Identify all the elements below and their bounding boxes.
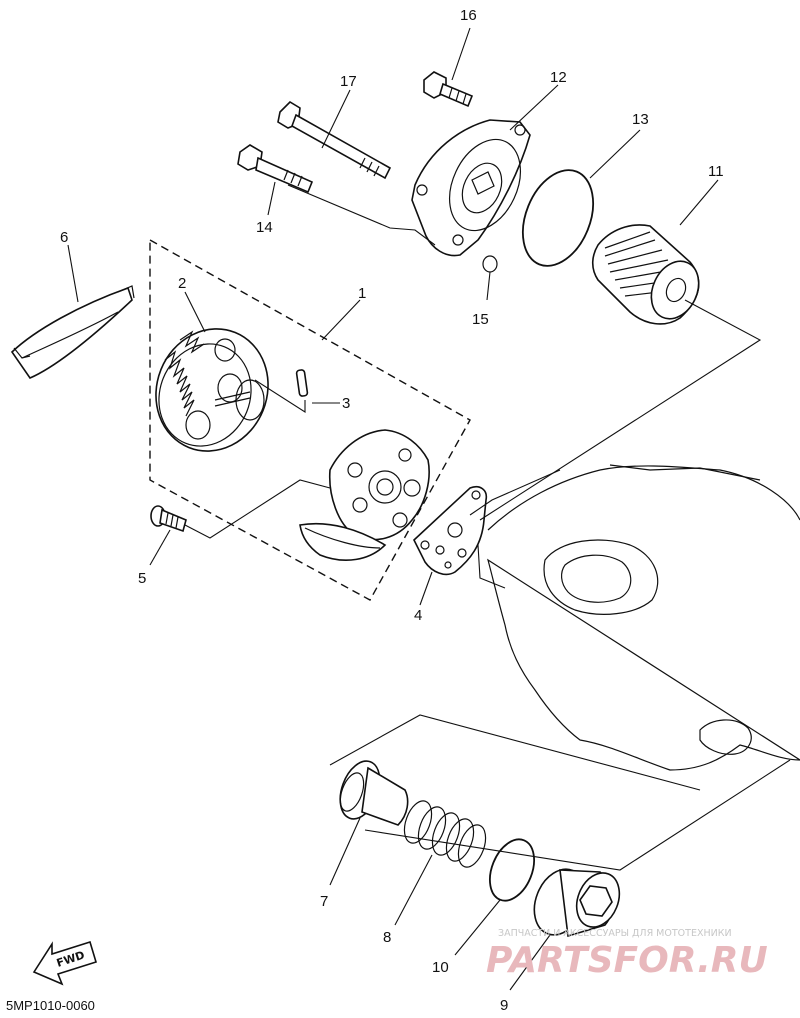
part-8-spring bbox=[403, 800, 487, 868]
oil-pump-body bbox=[299, 429, 430, 561]
part-3-pin bbox=[254, 369, 309, 414]
callout-1: 1 bbox=[358, 285, 366, 302]
part-15-small-o-ring bbox=[482, 255, 498, 273]
part-13-o-ring bbox=[522, 169, 594, 267]
assembly-1-boundary bbox=[149, 238, 471, 601]
part-12-filter-cover bbox=[411, 119, 531, 257]
callout-9: 9 bbox=[500, 997, 508, 1014]
diagram-code: 5MP1010-0060 bbox=[6, 998, 95, 1013]
callout-17: 17 bbox=[340, 73, 357, 90]
callout-labels: 1 2 3 4 5 6 7 8 9 10 11 12 13 14 15 16 1… bbox=[60, 7, 724, 1014]
leader-lines bbox=[67, 27, 791, 991]
watermark: ЗАПЧАСТИ И АКСЕССУАРЫ ДЛЯ МОТОТЕХНИКИ PA… bbox=[486, 928, 768, 981]
callout-10: 10 bbox=[432, 959, 449, 976]
part-6-pump-cover bbox=[10, 285, 135, 379]
part-5-screw bbox=[150, 505, 187, 533]
part-4-gasket bbox=[413, 485, 488, 576]
callout-14: 14 bbox=[256, 219, 273, 236]
part-9-drain-plug bbox=[533, 868, 621, 938]
callout-12: 12 bbox=[550, 69, 567, 86]
crankcase-outline bbox=[487, 464, 800, 771]
callout-16: 16 bbox=[460, 7, 477, 24]
callout-7: 7 bbox=[320, 893, 328, 910]
watermark-brand: PARTSFOR.RU bbox=[486, 940, 768, 981]
part-11-oil-filter bbox=[591, 224, 700, 325]
part-17-long-bolt bbox=[277, 100, 392, 180]
part-7-strainer bbox=[339, 760, 409, 826]
callout-8: 8 bbox=[383, 929, 391, 946]
callout-11: 11 bbox=[708, 163, 724, 180]
part-16-short-bolt bbox=[423, 71, 474, 108]
part-10-o-ring bbox=[489, 838, 535, 902]
part-2-gear bbox=[155, 328, 269, 452]
part-14-bolt bbox=[237, 144, 314, 194]
callout-4: 4 bbox=[414, 607, 422, 624]
callout-6: 6 bbox=[60, 229, 68, 246]
callout-5: 5 bbox=[138, 570, 146, 587]
callout-13: 13 bbox=[632, 111, 649, 128]
watermark-tagline: ЗАПЧАСТИ И АКСЕССУАРЫ ДЛЯ МОТОТЕХНИКИ bbox=[498, 928, 732, 939]
callout-3: 3 bbox=[342, 395, 350, 412]
callout-15: 15 bbox=[472, 311, 489, 328]
callout-2: 2 bbox=[178, 275, 186, 292]
fwd-arrow-icon: FWD bbox=[32, 940, 97, 986]
